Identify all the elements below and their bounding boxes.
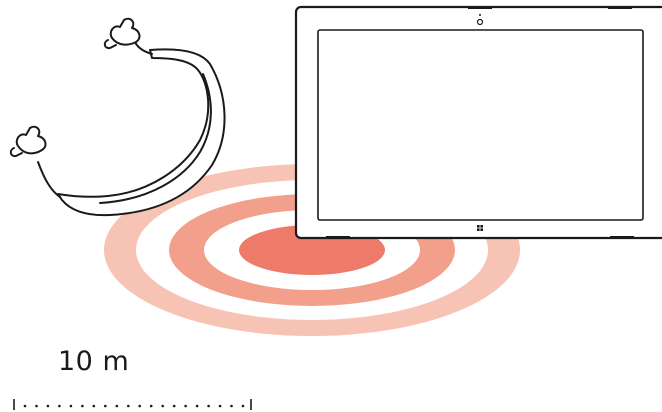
tablet-icon bbox=[296, 7, 662, 238]
neckband-headset-icon bbox=[11, 19, 225, 215]
scale-dot bbox=[81, 405, 84, 408]
scale-dot bbox=[230, 405, 233, 408]
scale-dot bbox=[70, 405, 73, 408]
scale-dots bbox=[24, 405, 245, 408]
scale-dot bbox=[161, 405, 164, 408]
camera-sensor bbox=[479, 14, 481, 16]
scale-dot bbox=[104, 405, 107, 408]
tablet-screen bbox=[318, 30, 643, 220]
scale-dot bbox=[173, 405, 176, 408]
scale-dot bbox=[127, 405, 130, 408]
scale-dot bbox=[138, 405, 141, 408]
scale-dot bbox=[93, 405, 96, 408]
camera-icon bbox=[478, 20, 483, 25]
scale-dot bbox=[35, 405, 38, 408]
scale-dot bbox=[184, 405, 187, 408]
scale-dot bbox=[58, 405, 61, 408]
earbud-upper bbox=[111, 19, 140, 45]
scale-dot bbox=[207, 405, 210, 408]
scale-dot bbox=[242, 405, 245, 408]
scale-dot bbox=[219, 405, 222, 408]
headset-cable-lower bbox=[38, 162, 60, 197]
range-distance-label: 10 m bbox=[58, 346, 129, 377]
earbud-lower bbox=[17, 127, 46, 154]
scale-dot bbox=[24, 405, 27, 408]
scale-dot bbox=[116, 405, 119, 408]
scale-dot bbox=[196, 405, 199, 408]
scale-dot bbox=[150, 405, 153, 408]
scale-dot bbox=[47, 405, 50, 408]
distance-scale bbox=[14, 399, 251, 410]
